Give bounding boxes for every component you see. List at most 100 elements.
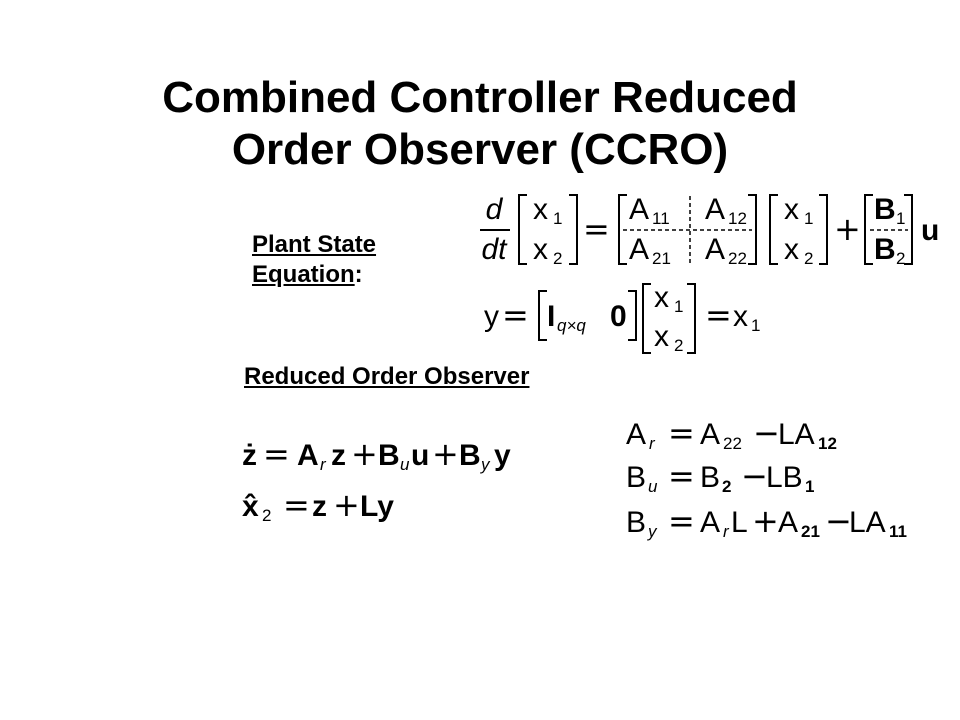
equals-sign: = [705, 296, 732, 334]
plus-sign: + [752, 502, 779, 540]
u-symbol: u [921, 214, 939, 247]
plus-sign: + [834, 210, 861, 248]
x-symbol: x [654, 281, 669, 314]
reduced-order-observer-heading: Reduced Order Observer [244, 363, 530, 390]
x-symbol: x [784, 233, 799, 266]
plant-label-line-1: Plant State [252, 231, 377, 258]
r-subscript: r [723, 522, 730, 541]
a-symbol: A [626, 418, 646, 451]
b-subscript: 2 [896, 249, 905, 268]
x-symbol: x [784, 193, 799, 226]
equals-sign: = [668, 457, 695, 495]
a-symbol: A [297, 439, 319, 472]
bracket-left [642, 283, 651, 354]
minus-sign: − [825, 502, 852, 540]
title-line-2: Order Observer (CCRO) [231, 125, 729, 174]
z-symbol: z [331, 439, 346, 472]
state-equation: d dt x 1 x 2 = A 11 A 12 A 21 A 22 [480, 193, 939, 268]
y-symbol: y [484, 300, 499, 333]
bracket-right [687, 283, 696, 354]
x-symbol: x [733, 300, 748, 333]
output-equation: y = I q×q 0 x 1 x 2 = x 1 [484, 281, 760, 355]
bracket-left [538, 290, 547, 341]
x-subscript: 2 [804, 249, 813, 268]
b-symbol: B [700, 461, 720, 494]
a-subscript: 22 [728, 249, 747, 268]
equals-sign: = [668, 502, 695, 540]
lb-symbol: LB [766, 461, 803, 494]
bracket-left [518, 194, 527, 265]
plant-label-colon: : [354, 261, 363, 288]
a-subscript: 12 [818, 434, 837, 453]
bracket-right [748, 194, 757, 265]
plant-state-label: Plant State Equation: [252, 230, 376, 290]
z-symbol: z [312, 490, 327, 523]
equals-sign: = [263, 435, 290, 473]
y-symbol: y [494, 439, 511, 472]
minus-sign: − [741, 457, 768, 495]
dt-symbol: dt [481, 233, 508, 266]
b-symbol: B [874, 193, 896, 226]
bracket-right [904, 194, 913, 265]
x-symbol: x [533, 193, 548, 226]
a-symbol: A [700, 506, 720, 539]
a-subscript: 21 [652, 249, 671, 268]
plus-sign: + [333, 486, 360, 524]
bracket-right [819, 194, 828, 265]
x-subscript: 2 [553, 249, 562, 268]
plus-sign: + [351, 435, 378, 473]
bracket-right [569, 194, 578, 265]
a-symbol: A [629, 193, 649, 226]
slide-title: Combined Controller Reduced Order Observ… [0, 72, 960, 176]
b-symbol: B [626, 506, 646, 539]
equals-sign: = [668, 414, 695, 452]
r-subscript: r [649, 434, 656, 453]
a-symbol: A [629, 233, 649, 266]
title-line-1: Combined Controller Reduced [162, 73, 798, 122]
x-subscript: 1 [804, 209, 813, 228]
x-subscript: 1 [751, 316, 760, 335]
by-definition: B y = A r L + A 21 − LA 11 [626, 502, 907, 541]
minus-sign: − [753, 414, 780, 452]
ly-symbol: Ly [360, 490, 394, 523]
plant-label-line-2: Equation [252, 261, 355, 288]
b-subscript: 2 [722, 477, 731, 496]
a-symbol: A [705, 193, 725, 226]
x-symbol: x [654, 320, 669, 353]
a-subscript: 12 [728, 209, 747, 228]
b-symbol: B [378, 439, 400, 472]
equals-sign: = [502, 296, 529, 334]
plus-sign: + [432, 435, 459, 473]
a-subscript: 11 [652, 209, 670, 228]
a-symbol: A [700, 418, 720, 451]
u-symbol: u [411, 439, 429, 472]
y-subscript: y [647, 522, 658, 541]
bracket-right [628, 290, 637, 341]
l-symbol: L [731, 506, 748, 539]
a-subscript: 11 [889, 522, 907, 541]
identity-subscript: q×q [557, 316, 586, 335]
bu-definition: B u = B 2 − LB 1 [626, 457, 814, 496]
x-subscript: 1 [553, 209, 562, 228]
u-subscript: u [400, 455, 410, 474]
b-symbol: B [459, 439, 481, 472]
x-hat-subscript: 2 [262, 506, 271, 525]
d-symbol: d [486, 193, 504, 226]
la-symbol: LA [849, 506, 886, 539]
a-subscript: 21 [801, 522, 820, 541]
a-symbol: A [778, 506, 798, 539]
zero-symbol: 0 [610, 300, 627, 333]
a-subscript: 22 [723, 434, 742, 453]
y-subscript: y [480, 455, 491, 474]
r-subscript: r [320, 455, 327, 474]
x-symbol: x [533, 233, 548, 266]
bracket-left [864, 194, 873, 265]
x-subscript: 2 [674, 336, 683, 355]
x-hat-symbol: x̂ [242, 490, 259, 523]
x-subscript: 1 [674, 297, 683, 316]
observer-dynamics-equation: ż = A r z + B u u + B y y [242, 435, 511, 474]
b-subscript: 1 [896, 209, 905, 228]
equals-sign: = [283, 486, 310, 524]
